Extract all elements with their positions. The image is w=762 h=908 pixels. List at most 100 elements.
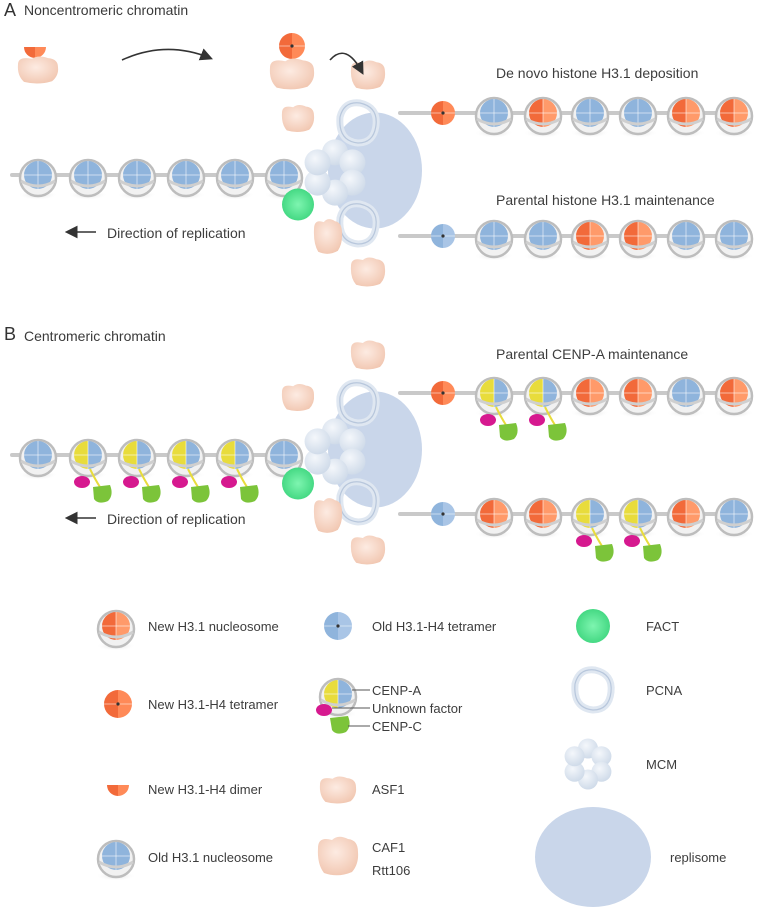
legend-caf1-label: CAF1 (372, 840, 406, 855)
old-nucleosome-icon (18, 438, 58, 480)
cenp-c-complex-icon (480, 406, 518, 441)
legend-cenp-a-label: CENP-A (372, 683, 422, 698)
legend-rtt106-label: Rtt106 (372, 863, 411, 878)
old-nucleosome-icon (714, 219, 754, 261)
asf1-icon (350, 60, 386, 90)
panel-a-direction-label: Direction of replication (107, 225, 246, 241)
old-nucleosome-icon (570, 96, 610, 138)
new-nucleosome-icon (96, 609, 136, 651)
cenp-c-complex-icon (123, 468, 161, 503)
new-tetramer-icon (104, 690, 132, 718)
legend-new-nucleosome-label: New H3.1 nucleosome (148, 619, 279, 634)
cenp-c-complex-icon (624, 527, 662, 562)
pcna-ring-icon (571, 666, 615, 714)
pcna-ring-icon (336, 200, 380, 248)
asf1-icon (317, 836, 359, 876)
old-tetramer-icon (431, 502, 455, 526)
legend-new-dimer-label: New H3.1-H4 dimer (148, 782, 263, 797)
cenp-a-nucleosome-icon (166, 438, 206, 480)
cenp-c-complex-icon (529, 406, 567, 441)
cenp-a-nucleosome-icon (570, 497, 610, 539)
legend-new-tetramer-label: New H3.1-H4 tetramer (148, 697, 279, 712)
old-nucleosome-icon (18, 158, 58, 200)
asf1-icon (313, 498, 343, 533)
legend-cenp-c-label: CENP-C (372, 719, 422, 734)
mcm-hexamer-icon (304, 418, 366, 485)
asf1-icon (350, 340, 386, 370)
cenp-a-nucleosome-icon (68, 438, 108, 480)
old-nucleosome-icon (166, 158, 206, 200)
old-nucleosome-icon (523, 219, 563, 261)
new-nucleosome-icon (618, 219, 658, 261)
cenp-a-nucleosome-icon (215, 438, 255, 480)
replisome-icon (535, 807, 651, 907)
new-tetramer-icon (431, 101, 455, 125)
legend-mcm-label: MCM (646, 757, 678, 772)
old-tetramer-icon (431, 224, 455, 248)
legend-unknown-factor-label: Unknown factor (372, 701, 463, 716)
old-tetramer-icon (324, 612, 352, 640)
old-nucleosome-icon (68, 158, 108, 200)
new-nucleosome-icon (618, 376, 658, 418)
panel-a-title: Noncentromeric chromatin (24, 2, 189, 18)
pcna-ring-icon (336, 379, 380, 427)
asf1-icon (313, 219, 343, 254)
old-nucleosome-icon (96, 839, 136, 881)
unknown-factor-icon (316, 704, 332, 716)
fact-icon (576, 609, 610, 643)
legend-pcna-label: PCNA (646, 683, 683, 698)
asf1-icon (269, 58, 315, 90)
old-nucleosome-icon (666, 376, 706, 418)
cenp-c-complex-icon (576, 527, 614, 562)
old-nucleosome-icon (264, 158, 304, 200)
legend-asf1-label: ASF1 (372, 782, 405, 797)
new-nucleosome-icon (570, 219, 610, 261)
arrow-icon (329, 52, 364, 75)
legend-replisome-label: replisome (670, 850, 727, 865)
panel-b-direction-label: Direction of replication (107, 511, 246, 527)
new-nucleosome-icon (714, 376, 754, 418)
new-tetramer-icon (431, 381, 455, 405)
new-tetramer-icon (279, 33, 305, 59)
new-nucleosome-icon (523, 96, 563, 138)
old-nucleosome-icon (215, 158, 255, 200)
new-nucleosome-icon (523, 497, 563, 539)
panel-a-bottom-strand-label: Parental histone H3.1 maintenance (496, 192, 715, 208)
fact-icon (282, 467, 314, 500)
old-nucleosome-icon (117, 158, 157, 200)
new-nucleosome-icon (714, 96, 754, 138)
panel-a-letter: A (4, 0, 17, 20)
old-nucleosome-icon (714, 497, 754, 539)
cenp-c-complex-icon (172, 468, 210, 503)
new-dimer-icon (107, 785, 129, 796)
new-nucleosome-icon (570, 376, 610, 418)
asf1-icon (350, 257, 386, 287)
fact-icon (282, 188, 314, 221)
arrow-icon (121, 48, 213, 61)
cenp-c-complex-icon (74, 468, 112, 503)
old-nucleosome-icon (666, 219, 706, 261)
asf1-icon (281, 105, 315, 132)
cenp-a-nucleosome-icon (618, 497, 658, 539)
new-dimer-icon (24, 47, 46, 58)
old-nucleosome-icon (618, 96, 658, 138)
legend-old-tetramer-label: Old H3.1-H4 tetramer (372, 619, 497, 634)
asf1-icon (17, 56, 59, 84)
mcm-hexamer-icon (304, 139, 366, 206)
panel-b-top-strand-label: Parental CENP-A maintenance (496, 346, 689, 362)
panel-a-top-strand-label: De novo histone H3.1 deposition (496, 65, 699, 81)
cenp-a-nucleosome-icon (117, 438, 157, 480)
new-nucleosome-icon (666, 96, 706, 138)
cenp-a-nucleosome-icon (474, 376, 514, 418)
old-nucleosome-icon (474, 96, 514, 138)
pcna-ring-icon (336, 478, 380, 526)
pcna-ring-icon (336, 99, 380, 147)
cenp-a-nucleosome-icon (318, 677, 358, 719)
asf1-icon (350, 535, 386, 565)
panel-b-letter: B (4, 324, 17, 344)
mcm-hexamer-icon (564, 738, 612, 790)
legend-old-nucleosome-label: Old H3.1 nucleosome (148, 850, 274, 865)
new-nucleosome-icon (474, 497, 514, 539)
